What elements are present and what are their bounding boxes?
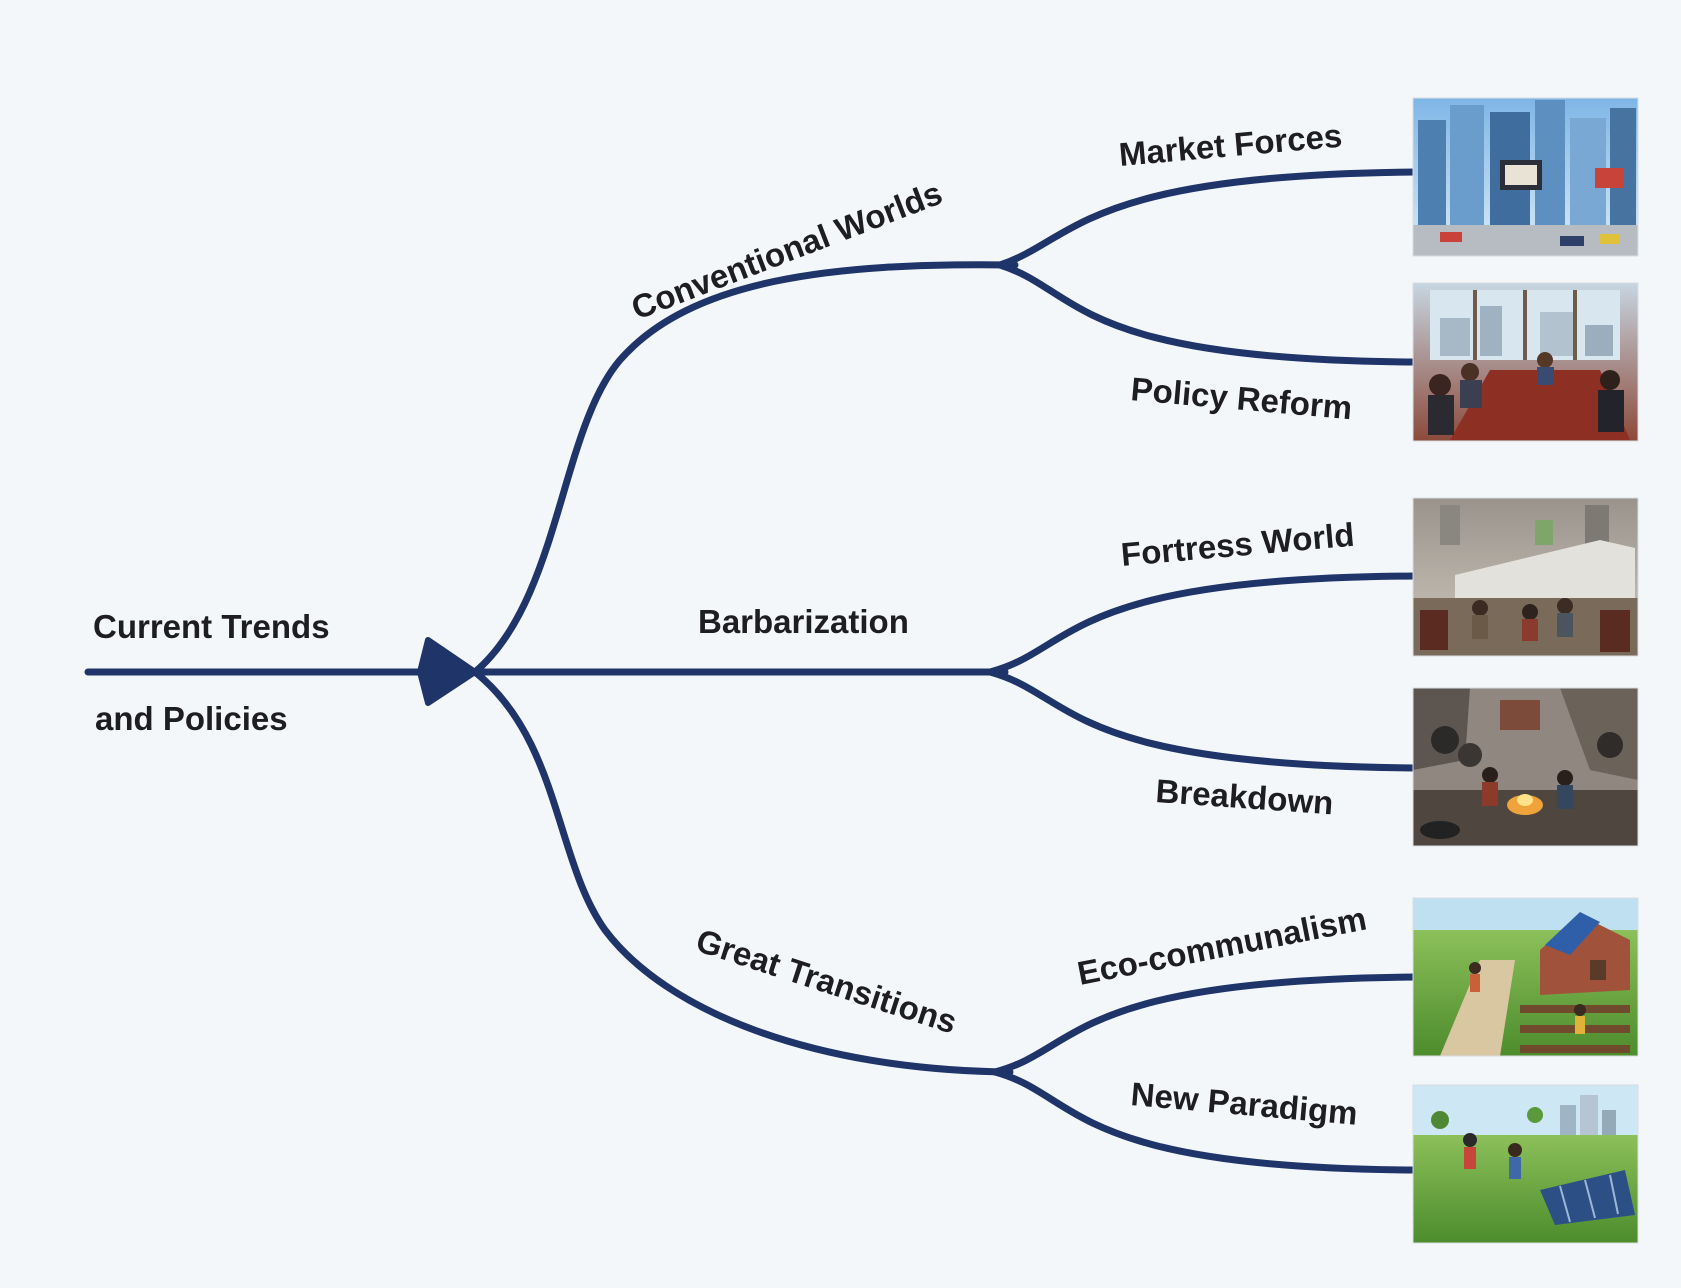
- walled-enclave-illustration: [1413, 498, 1638, 656]
- boardroom-meeting-illustration: [1413, 283, 1638, 441]
- branch-line-conventional: [471, 261, 1019, 676]
- leaf-line-new-paradigm: [991, 1068, 1419, 1174]
- village-garden-illustration: [1413, 898, 1638, 1056]
- leaf-label-policy-reform: Policy Reform: [1129, 370, 1353, 426]
- leaf-line-policy-reform: [996, 261, 1419, 366]
- leaf-line-breakdown: [986, 668, 1419, 772]
- leaf-line-market-forces: [996, 168, 1419, 269]
- green-city-illustration: [1413, 1085, 1638, 1243]
- leaf-label-market-forces: Market Forces: [1117, 117, 1343, 173]
- ruined-city-illustration: [1413, 688, 1638, 846]
- leaf-line-eco-communalism: [991, 973, 1419, 1076]
- leaf-line-fortress-world: [986, 572, 1419, 676]
- leaf-label-breakdown: Breakdown: [1155, 772, 1335, 821]
- leaf-label-new-paradigm: New Paradigm: [1129, 1075, 1359, 1132]
- branch-label-conventional-worlds: Conventional Worlds: [626, 174, 947, 327]
- tree-lines: [84, 168, 1419, 1174]
- city-street-illustration: [1413, 98, 1638, 256]
- root-label-line1: Current Trends: [93, 608, 330, 645]
- leaf-label-fortress-world: Fortress World: [1119, 516, 1355, 573]
- trunk-arrowhead: [417, 637, 478, 706]
- branch-line-great-transitions: [471, 668, 1014, 1076]
- branch-label-barbarization: Barbarization: [698, 603, 909, 640]
- root-label-line2: and Policies: [95, 700, 288, 737]
